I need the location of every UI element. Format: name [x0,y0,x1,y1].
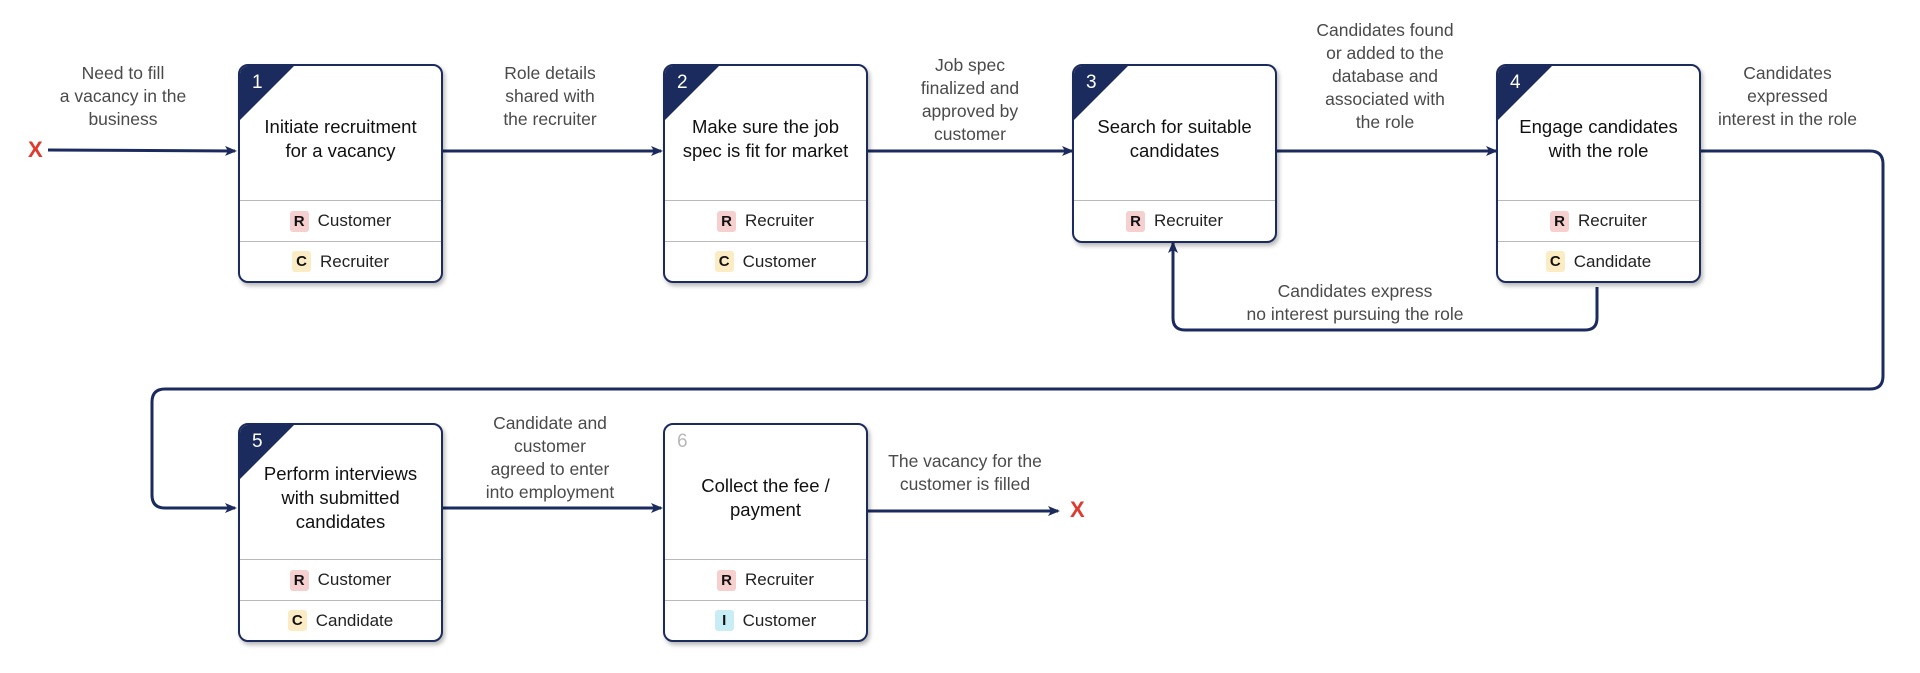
start-x-marker: X [28,137,43,162]
arrow-step-4-to-step-5 [150,149,1885,513]
step-1-title: Initiate recruitment for a vacancy [240,66,441,201]
step-3-number: 3 [1086,72,1097,93]
arrow-step-4-to-step-3 [1168,241,1599,332]
responsible-badge: R [717,569,737,591]
label-step-1-to-2: Role details shared with the recruiter [503,63,597,129]
step-5-title: Perform interviews with submitted candid… [240,425,441,560]
step-4-box[interactable]: 4 Engage candidates with the role R Recr… [1496,64,1701,283]
label-step-2-to-3: Job spec finalized and approved by custo… [920,55,1020,144]
step-1-role-consulted: C Recruiter [240,241,441,281]
consulted-badge: C [714,251,734,272]
step-2-role-responsible: R Recruiter [665,201,866,241]
step-6-role-informed: I Customer [665,600,866,640]
responsible-badge: R [717,210,737,232]
step-6-role-responsible: R Recruiter [665,560,866,600]
role-name: Customer [742,610,817,630]
step-5-number: 5 [252,431,263,452]
responsible-badge: R [289,569,309,591]
step-3-title: Search for suitable candidates [1074,66,1275,201]
step-6-number: 6 [677,431,688,452]
label-end: The vacancy for the customer is filled [888,451,1042,494]
role-name: Customer [317,570,392,589]
role-name: Candidate [315,610,394,630]
step-2-number: 2 [677,72,688,93]
end-x-marker: X [1070,497,1085,522]
step-2-box[interactable]: 2 Make sure the job spec is fit for mark… [663,64,868,283]
label-step-4-to-5: Candidates expressed interest in the rol… [1717,63,1858,129]
arrow-start-to-step-1 [47,145,237,156]
step-3-box[interactable]: 3 Search for suitable candidates R Recru… [1072,64,1277,243]
step-2-title-text: Make sure the job spec is fit for market [682,116,849,161]
step-6-title-text: Collect the fee / payment [701,475,830,520]
step-4-corner [1498,66,1552,120]
step-6-box[interactable]: 6 Collect the fee / payment R Recruiter … [663,423,868,642]
step-4-number: 4 [1510,72,1521,93]
role-name: Candidate [1573,251,1652,271]
role-name: Customer [742,251,817,271]
step-2-title: Make sure the job spec is fit for market [665,66,866,201]
role-name: Recruiter [1578,211,1647,230]
role-name: Recruiter [745,570,814,589]
step-3-role-responsible: R Recruiter [1074,201,1275,241]
step-2-role-consulted: C Customer [665,241,866,281]
step-6-title: Collect the fee / payment [665,425,866,560]
responsible-badge: R [1126,210,1146,232]
consulted-badge: C [292,251,312,272]
step-3-title-text: Search for suitable candidates [1097,116,1252,161]
step-1-title-text: Initiate recruitment for a vacancy [264,116,417,161]
role-name: Customer [317,211,392,230]
step-5-corner [240,425,294,479]
step-5-role-responsible: R Customer [240,560,441,600]
step-4-title: Engage candidates with the role [1498,66,1699,201]
label-step-3-to-4: Candidates found or added to the databas… [1316,20,1454,132]
step-1-corner [240,66,294,120]
step-1-role-responsible: R Customer [240,201,441,241]
step-4-title-text: Engage candidates with the role [1519,116,1678,161]
step-5-box[interactable]: 5 Perform interviews with submitted cand… [238,423,443,642]
step-1-number: 1 [252,72,263,93]
responsible-badge: R [289,210,309,232]
consulted-badge: C [1545,251,1565,272]
step-4-role-responsible: R Recruiter [1498,201,1699,241]
role-name: Recruiter [320,251,389,271]
consulted-badge: C [287,610,307,631]
step-3-corner [1074,66,1128,120]
label-start-trigger: Need to fill a vacancy in the business [59,63,187,129]
informed-badge: I [714,610,734,631]
step-5-role-consulted: C Candidate [240,600,441,640]
step-1-box[interactable]: 1 Initiate recruitment for a vacancy R C… [238,64,443,283]
responsible-badge: R [1550,210,1570,232]
role-name: Recruiter [1154,211,1223,230]
step-5-title-text: Perform interviews with submitted candid… [263,463,418,532]
label-step-4-to-3: Candidates express no interest pursuing … [1246,281,1464,324]
step-2-corner [665,66,719,120]
role-name: Recruiter [745,211,814,230]
label-step-5-to-6: Candidate and customer agreed to enter i… [485,413,615,502]
step-4-role-consulted: C Candidate [1498,241,1699,281]
